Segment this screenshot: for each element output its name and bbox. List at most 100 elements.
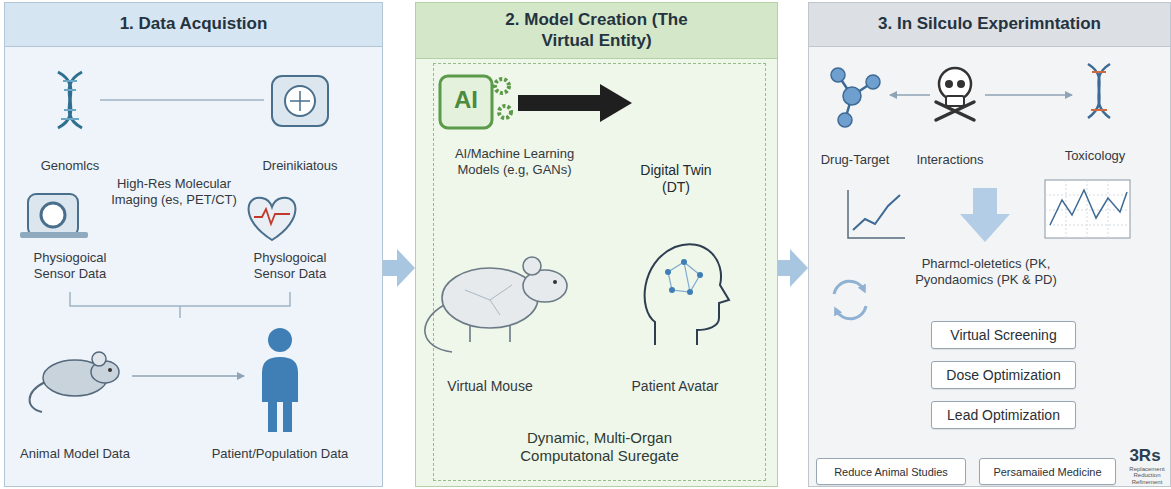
lab-mouse-icon [30,352,119,412]
patient-avatar-head [668,262,700,292]
data-chart-icon [1050,190,1127,225]
icon-label: Digital Twin (DT) [628,162,724,196]
interaction-arrow [890,94,930,96]
cycle-arrows-icon [836,306,866,319]
trend-chart-icon [853,195,900,230]
molecule-icon [831,68,845,82]
link-line [100,99,264,101]
patient-avatar-head [697,272,703,278]
black-arrow [518,84,632,122]
box-label: Lead Optimization [947,407,1060,423]
dna-icon [58,72,82,128]
process-box: Reduce Animal Studies [816,458,966,485]
dna-icon [1088,64,1110,118]
down-arrow [960,188,1010,242]
panel-title: 3. In Silculo Experimntation [809,3,1170,47]
molecule-icon [831,68,880,127]
pet-ct-scanner-icon [28,194,78,236]
icon-label: Physlogoical Sensor Data [240,250,340,281]
patient-avatar-head [645,244,729,345]
icon-label: Toxicology [1050,148,1140,164]
patient-figure-icon [268,400,292,432]
flow-arrow [778,260,790,276]
trend-chart-icon [848,190,905,238]
icon-label: Animal Model Data [5,446,145,462]
data-chart-icon [1045,180,1130,238]
icon-label: Interactions [905,152,995,168]
patient-avatar-head [681,259,687,265]
sequencer-icon [272,76,328,126]
process-box: Persamaiied Medicine [979,458,1116,485]
lab-mouse-icon [108,368,112,372]
icon-label: Virtual Mouse [430,378,550,395]
box-label: Dose Optimization [946,367,1060,383]
badge-text: 3Rs [1122,446,1168,466]
dna-icon [58,72,82,128]
virtual-mouse-outline [470,326,510,342]
icon-label: Drug-Target [810,152,900,168]
flow-arrow [383,260,397,276]
box-label: Virtual Screening [950,327,1056,343]
ai-chip-icon [495,79,509,93]
region-caption: Dynamic, Multi-Organ Computatonal Surega… [492,429,707,467]
sequencer-icon [272,76,328,126]
skull-icon [957,80,965,88]
molecule-icon [866,75,880,89]
pet-ct-scanner-icon [41,203,65,227]
lab-mouse-icon [92,352,106,366]
box-label: Reduce Animal Studies [834,466,948,478]
sequencer-icon [290,91,310,111]
patient-figure-icon [262,328,298,432]
process-box: Virtual Screening [931,321,1076,349]
virtual-mouse-outline [425,257,567,352]
icon-label: Patient/Population Data [200,446,360,462]
patient-avatar-head [669,287,675,293]
interaction-arrow [985,94,1072,96]
heart-monitor-icon [249,198,296,240]
panel-title: 1. Data Acquistion [5,3,382,47]
transfer-arrow [132,375,244,377]
dna-icon [1088,64,1110,118]
dna-icon [61,81,79,119]
icon-label: Patient Avatar [615,378,735,395]
ai-chip-icon [440,76,511,128]
data-chart-icon [1045,180,1130,238]
bracket-line [70,292,290,318]
dna-icon [58,72,82,128]
molecule-icon [843,87,861,105]
patient-figure-icon [262,357,298,402]
icon-label: Genomlcs [15,158,125,174]
lab-mouse-icon [30,382,45,412]
icon-label: AI/Machine Learning Models (e.g, GANs) [437,146,592,177]
skull-icon [936,68,974,120]
cycle-arrows-icon [834,281,864,294]
virtual-mouse-outline [442,268,538,328]
trend-chart-icon [848,190,905,238]
skull-icon [946,96,964,106]
process-box: Dose Optimization [931,361,1076,389]
dna-icon [1091,72,1107,110]
data-chart-icon [1045,180,1130,238]
patient-figure-icon [268,328,292,352]
badge-text: Replacement Reduction Refinement [1126,466,1168,485]
skull-icon [945,80,953,88]
ai-chip-icon [499,106,511,118]
icon-text: AI [440,86,492,115]
sequencer-icon [285,86,315,116]
virtual-mouse-outline [523,257,541,275]
pet-ct-scanner-icon [20,194,88,238]
ai-chip-icon [440,76,492,128]
icon-label: High-Res Molecular Imaging (es, PET/CT) [95,176,253,207]
panel-title: 2. Model Creation (The Virtual Entity) [416,3,777,59]
dna-icon [1088,64,1110,118]
stage-panel: 3. In Silculo ExperimntationVirtual Scre… [808,2,1171,487]
cycle-arrows-icon [834,281,866,319]
molecule-icon [838,113,852,127]
virtual-mouse-outline [553,280,557,284]
patient-avatar-head [687,289,693,295]
heart-monitor-icon [249,198,296,240]
process-box: Lead Optimization [931,401,1076,429]
heart-monitor-icon [254,209,290,224]
